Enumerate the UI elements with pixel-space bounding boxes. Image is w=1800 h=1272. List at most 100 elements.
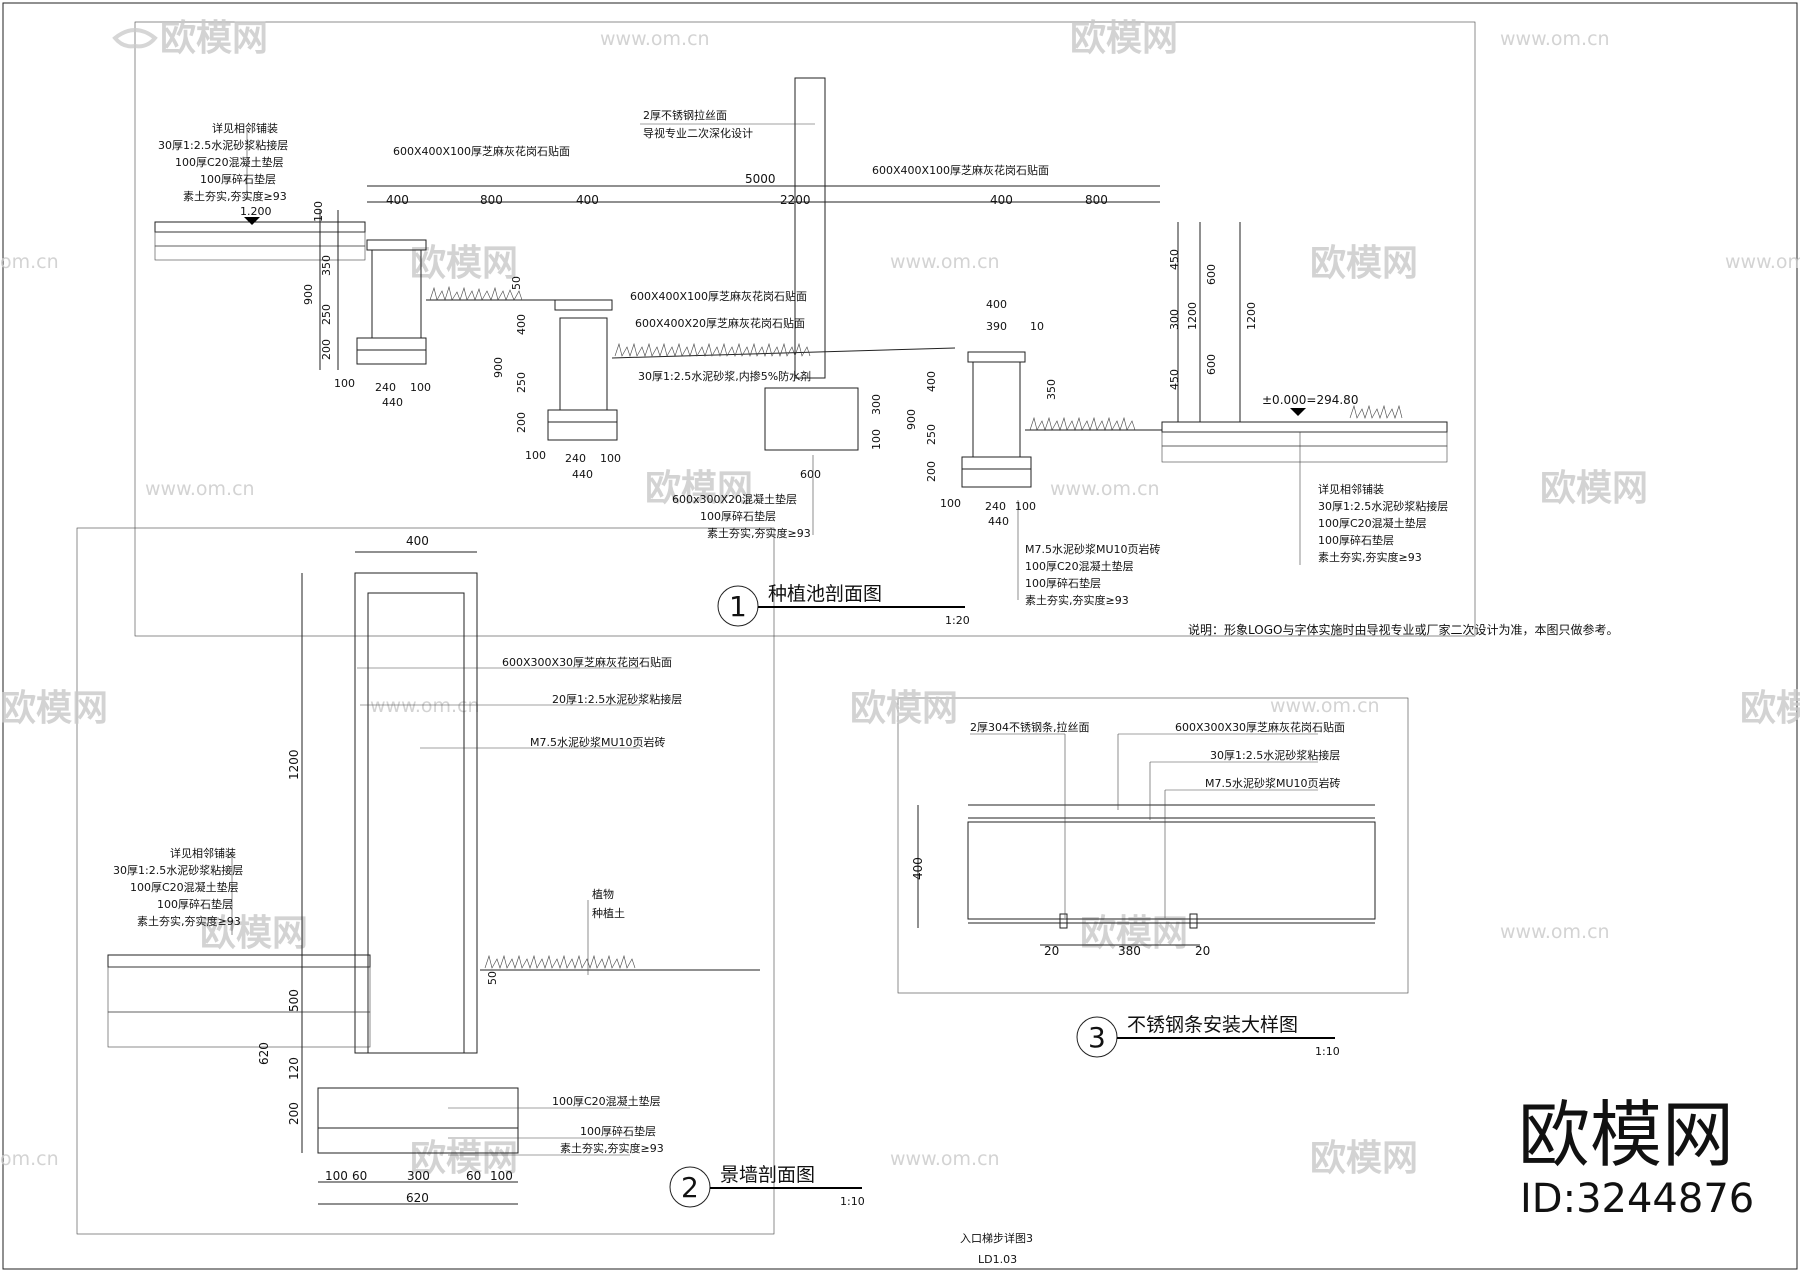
watermark-layer: 欧模网 www.om.cn 欧模网 www.om.cn om.cn 欧模网 ww… [0,18,1800,1179]
steel-note: 导视专业二次深化设计 [643,126,753,140]
dim-v: 600 [1205,354,1218,375]
base-note: 100厚碎石垫层 [580,1124,656,1138]
dim-v: 350 [320,255,333,276]
dim-h: 100 [490,1169,513,1183]
dim-v: 900 [492,357,505,378]
dim-h: 440 [572,468,593,481]
watermark-url: www.om.cn [890,1148,1000,1170]
section2-number: 2 [681,1171,699,1204]
plant-note: 植物 [592,887,614,901]
steel-strip [1059,913,1068,929]
dim-v: 450 [1168,369,1181,390]
watermark-url: www.om.cn [370,695,480,717]
section3-steel-strip-detail: 400 20 380 20 2厚304不锈钢条,拉丝面 600X300X30厚芝… [911,720,1376,1058]
dim-v: 500 [287,989,301,1012]
dim-v: 400 [925,371,938,392]
plants-4 [1349,404,1403,419]
dim-h: 440 [382,396,403,409]
dim-top: 400 [990,193,1013,207]
gravel-1 [356,349,427,365]
dim-top: 2200 [780,193,811,207]
layer-note: 100厚碎石垫层 [1025,576,1101,590]
section2-title: 景墙剖面图 [720,1164,815,1186]
right-paving [1161,421,1448,433]
watermark-brand: 欧模网 [410,243,518,284]
dim-v: 100 [870,429,883,450]
wall-base-gravel [317,1127,519,1154]
dim-v: 400 [515,314,528,335]
watermark-url: www.om.cn [1050,478,1160,500]
steel-note: 2厚不锈钢拉丝面 [643,108,727,122]
gravel-3 [961,468,1032,488]
dim-v: 200 [287,1102,301,1125]
level-mark: 1.200 [240,205,272,218]
sheet-title: 入口梯步详图3 [960,1231,1033,1245]
plants [484,954,636,969]
wall-3 [972,361,1021,458]
dim-h: 100 [410,381,431,394]
base-note: 100厚C20混凝土垫层 [552,1094,661,1108]
detail-note: 600X300X30厚芝麻灰花岗石贴面 [1175,720,1345,734]
layer-note: 100厚碎石垫层 [200,172,276,186]
detail-note: 2厚304不锈钢条,拉丝面 [970,720,1090,734]
brand-logo-text: 欧模网 [1518,1093,1734,1177]
dim-h: 100 [525,449,546,462]
layer-note: 30厚1:2.5水泥砂浆粘接层 [1318,499,1448,513]
watermark-url: www.om.cn [890,251,1000,273]
wall-outer [354,572,478,1054]
dim-v: 450 [1168,249,1181,270]
dim-h: 240 [375,381,396,394]
model-id: ID:3244876 [1520,1176,1754,1222]
stone-cap-note: 600X400X100厚芝麻灰花岗石贴面 [393,144,570,158]
section1-frame [134,21,1476,637]
watermark-url-short: om.cn [0,1148,59,1170]
plants-3 [1029,416,1136,431]
layer-note: M7.5水泥砂浆MU10页岩砖 [1025,542,1161,556]
watermark-brand: 欧模网 [1310,243,1418,284]
watermark-brand: 欧模网 [1740,688,1800,729]
dim-h: 10 [1030,320,1044,333]
dim-top: 400 [576,193,599,207]
dim-h: 100 [334,377,355,390]
plant-note: 种植土 [592,906,625,920]
left-concrete [107,966,371,1013]
dim-h: 240 [565,452,586,465]
dim-h: 20 [1044,944,1059,958]
section1-right-layer-notes: 详见相邻铺装 30厚1:2.5水泥砂浆粘接层 100厚C20混凝土垫层 100厚… [1262,393,1448,565]
level-triangle-icon [1290,408,1306,416]
layer-note: 素土夯实,夯实度≥93 [137,914,241,928]
layer-note: 素土夯实,夯实度≥93 [707,526,811,540]
section1-scale: 1:20 [945,614,970,627]
cap-2 [554,299,613,311]
watermark-url: www.om.cn [145,478,255,500]
sheet-number: LD1.03 [978,1253,1017,1266]
dim-v: 1200 [1186,302,1199,330]
left-gravel [107,1011,371,1048]
left-paving [107,954,371,968]
plants-2 [614,342,811,357]
detail-note: M7.5水泥砂浆MU10页岩砖 [1205,776,1341,790]
dim-v: 250 [515,372,528,393]
section1-planter-section: 5000 400 800 400 2200 400 800 100 350 90… [154,77,1618,637]
dim-h: 300 [407,1169,430,1183]
section2-scale: 1:10 [840,1195,865,1208]
layer-note: 100厚C20混凝土垫层 [1025,559,1134,573]
dim-total: 5000 [745,172,776,186]
layer-note: 详见相邻铺装 [170,846,236,860]
dim-top: 800 [1085,193,1108,207]
level-mark: ±0.000=294.80 [1262,393,1358,407]
dim-v: 250 [925,424,938,445]
dim-top: 800 [480,193,503,207]
plants-1 [429,285,523,301]
dim-v: 300 [870,394,883,415]
detail-note: 30厚1:2.5水泥砂浆粘接层 [1210,748,1340,762]
section3-frame [897,697,1409,994]
dim-v: 250 [320,304,333,325]
dim-h: 100 [940,497,961,510]
watermark-brand: 欧模网 [160,18,268,59]
steel-post [794,77,826,379]
section3-title: 不锈钢条安装大样图 [1127,1014,1298,1036]
watermark-brand: 欧模网 [410,1138,518,1179]
